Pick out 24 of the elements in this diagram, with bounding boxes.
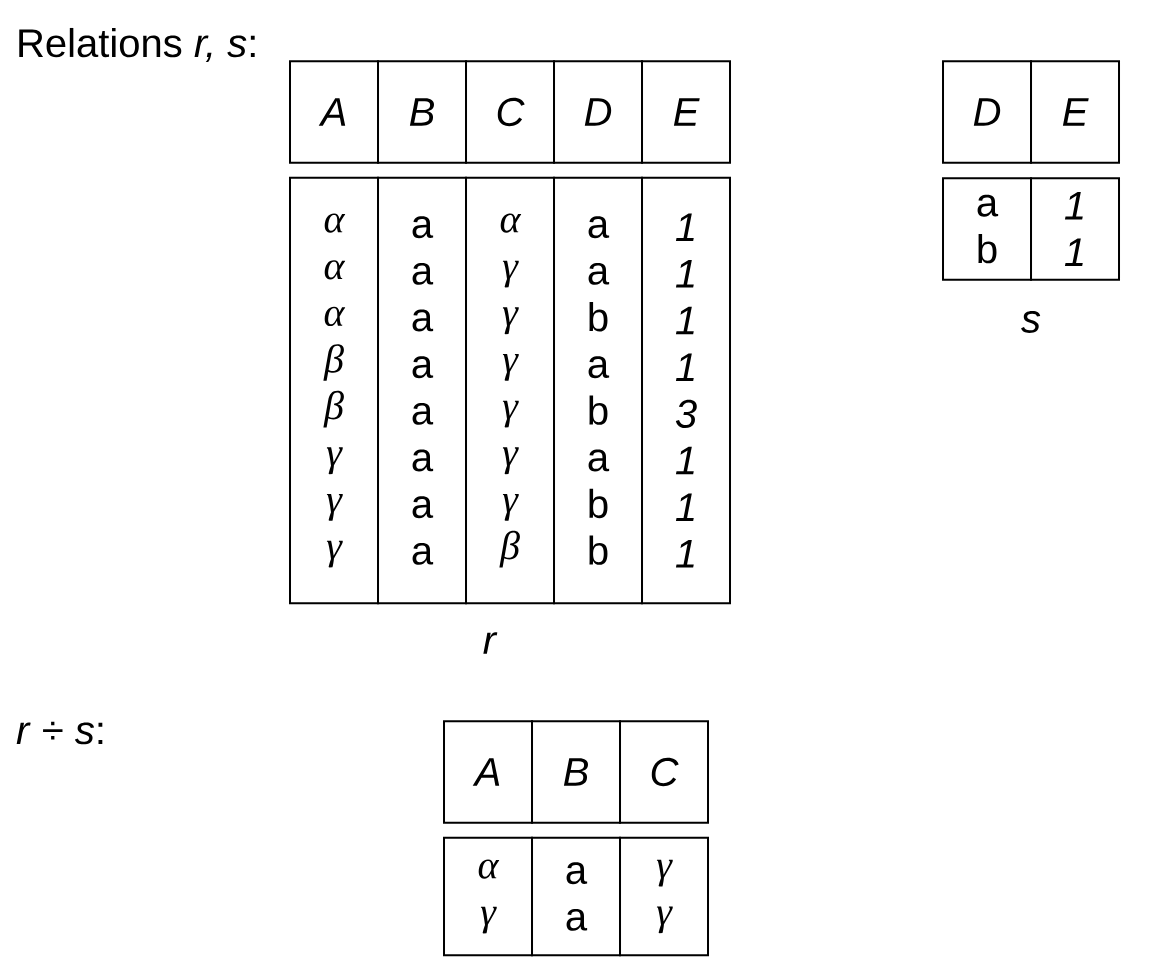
header-cell: D — [942, 60, 1032, 164]
table-column: α α α β β γ γ γ — [289, 176, 379, 605]
header-cell: C — [619, 720, 709, 824]
table-column: 1 1 — [1030, 177, 1120, 281]
header-cell: E — [1030, 60, 1120, 164]
relation-label: Relations r, s: — [19, 27, 255, 63]
header-cell: B — [531, 720, 621, 824]
table-column: α γ — [443, 836, 533, 957]
relation-label: s — [1021, 311, 1041, 333]
table-column: a a b a b a b b — [553, 176, 643, 605]
table-column: α γ γ γ γ γ γ β — [465, 176, 555, 605]
relation-label: r — [483, 632, 498, 654]
relation-label: r ÷ s: — [16, 721, 103, 745]
header-cell: C — [465, 60, 555, 164]
table-column: γ γ — [619, 836, 709, 957]
table-column: a b — [942, 177, 1032, 281]
header-cell: B — [377, 60, 467, 164]
table-column: a a a a a a a a — [377, 176, 467, 605]
table-column: 1 1 1 1 3 1 1 1 — [641, 176, 731, 605]
header-cell: D — [553, 60, 643, 164]
table-column: a a — [531, 836, 621, 957]
header-cell: A — [443, 720, 533, 824]
header-cell: A — [289, 60, 379, 164]
header-cell: E — [641, 60, 731, 164]
